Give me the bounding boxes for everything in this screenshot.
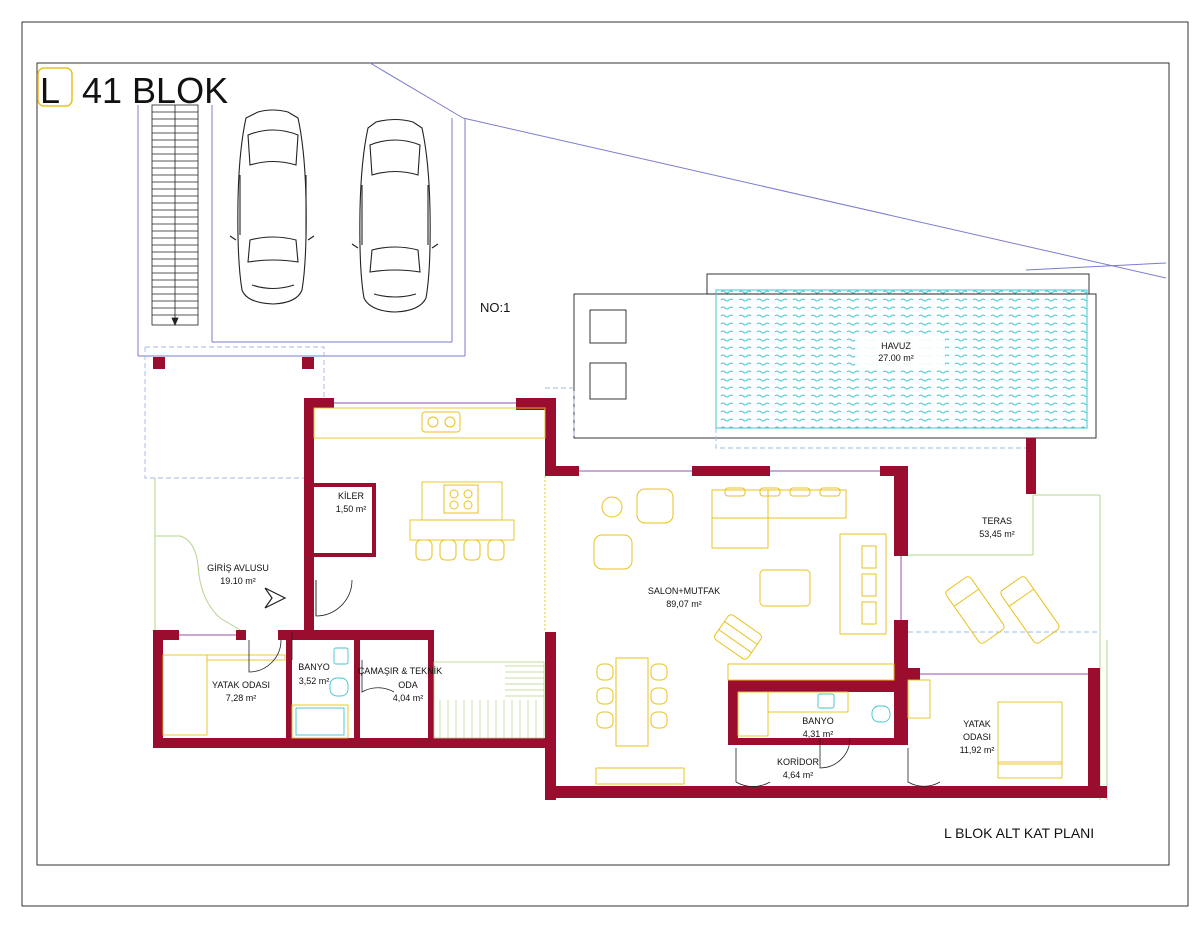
interior-lines (162, 407, 1063, 779)
courtyard-area: 19.10 m² (220, 576, 256, 586)
inner-frame (36, 62, 1170, 866)
car-2 (351, 118, 439, 313)
walls (153, 357, 1107, 800)
plot-number: NO:1 (480, 300, 510, 315)
outer-frame (21, 21, 1189, 907)
dining-chair (650, 687, 668, 705)
plan-caption: L BLOK ALT KAT PLANI (944, 825, 1094, 841)
laundry-name-1: ÇAMAŞIR & TEKNİK (358, 666, 442, 676)
bedroom2-name-2: ODASI (963, 732, 991, 742)
entrance-arrow-icon (264, 587, 287, 609)
dining-chairs (596, 663, 668, 729)
block-title: L 41 BLOK (37, 67, 228, 111)
laundry-area: 4,04 m² (393, 693, 424, 703)
bedroom1-name: YATAK ODASI (212, 680, 270, 690)
cooktop-icon (443, 484, 479, 514)
title-letter: L (40, 70, 60, 111)
parking-area (137, 105, 466, 357)
title-letter-box (37, 67, 73, 107)
windows (179, 402, 1088, 675)
salon-name: SALON+MUTFAK (648, 586, 720, 596)
terrace-name: TERAS (982, 516, 1012, 526)
bar-stools (415, 539, 505, 561)
bathroom-fixtures (295, 647, 891, 736)
pool-name: HAVUZ (881, 341, 911, 351)
pool-label-bg (855, 336, 945, 366)
corridor-area: 4,64 m² (783, 770, 814, 780)
dining-chair (650, 663, 668, 681)
interior-staircase (433, 661, 545, 739)
pool-area: 27.00 m² (878, 353, 914, 363)
bath1-area: 3,52 m² (299, 676, 330, 686)
bedroom1-area: 7,28 m² (226, 693, 257, 703)
courtyard-name: GİRİŞ AVLUSU (207, 563, 269, 573)
bath2-area: 4,31 m² (803, 729, 834, 739)
corridor-name: KORİDOR (777, 757, 820, 767)
pantry-name: KİLER (338, 491, 365, 501)
doors (248, 579, 941, 787)
dashed-outlines (144, 346, 1100, 633)
car-1 (229, 109, 315, 305)
salon-area: 89,07 m² (666, 599, 702, 609)
laundry-name-2: ODA (398, 680, 418, 690)
bedroom2-name-1: YATAK (963, 719, 991, 729)
outdoor-staircase (151, 104, 199, 327)
pantry-area: 1,50 m² (336, 504, 367, 514)
bath1-name: BANYO (298, 662, 330, 672)
dining-chair (596, 687, 614, 705)
bar-stool (463, 539, 481, 561)
bar-stool (415, 539, 433, 561)
dining-chair (650, 711, 668, 729)
terrace-area: 53,45 m² (979, 529, 1015, 539)
dining-chair (596, 663, 614, 681)
bedroom2-area: 11,92 m² (960, 745, 995, 755)
sun-loungers (945, 576, 1060, 644)
bath2-name: BANYO (802, 716, 834, 726)
site-boundary (369, 62, 1167, 279)
bar-stool (439, 539, 457, 561)
kitchen-sink-icon (421, 411, 461, 433)
bar-stool (487, 539, 505, 561)
dining-chair (596, 711, 614, 729)
salon-furniture (593, 487, 895, 785)
title-text: 41 BLOK (82, 70, 228, 111)
